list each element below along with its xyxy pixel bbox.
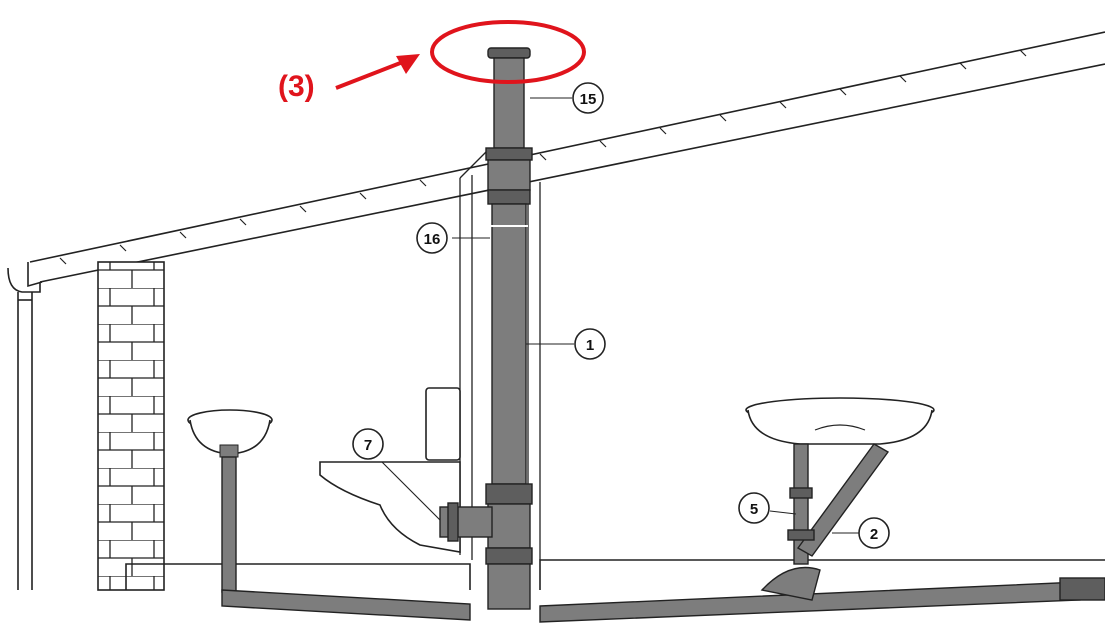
main-stack-pipe	[485, 47, 533, 610]
washbasin-right	[745, 397, 935, 445]
callout-2: 2	[858, 517, 890, 549]
roof-eave	[27, 262, 43, 288]
arrow-head-icon	[396, 54, 420, 74]
arrow-line	[335, 58, 409, 90]
wc-connector	[439, 502, 493, 542]
basin-drain-assembly	[760, 443, 890, 601]
callout-7: 7	[352, 428, 384, 460]
callout-label-5: 5	[750, 501, 758, 518]
vent-cap	[487, 47, 531, 59]
gutter-downpipe	[7, 267, 41, 590]
callout-5: 5	[738, 492, 770, 524]
callout-label-2: 2	[870, 526, 878, 543]
annotation-label: (3)	[278, 70, 315, 103]
floor	[125, 559, 1105, 590]
callout-label-15: 15	[580, 91, 597, 108]
callout-label-16: 16	[424, 231, 441, 248]
washbasin-left	[187, 409, 273, 458]
callout-label-7: 7	[364, 437, 372, 454]
roof-top-edge	[29, 31, 1105, 263]
highlight-ellipse	[430, 20, 586, 84]
brick-wall	[97, 261, 165, 591]
toilet	[319, 387, 461, 553]
drain-pipes	[221, 456, 1105, 623]
callout-15: 15	[572, 82, 604, 114]
callout-label-1: 1	[586, 337, 594, 354]
red-annotation: (3)	[278, 20, 586, 103]
callout-1: 1	[574, 328, 606, 360]
callout-16: 16	[416, 222, 448, 254]
roof	[27, 31, 1105, 288]
roof-bottom-edge	[39, 63, 1105, 283]
roof-tiles	[59, 49, 1027, 265]
leader-lines	[381, 97, 860, 534]
